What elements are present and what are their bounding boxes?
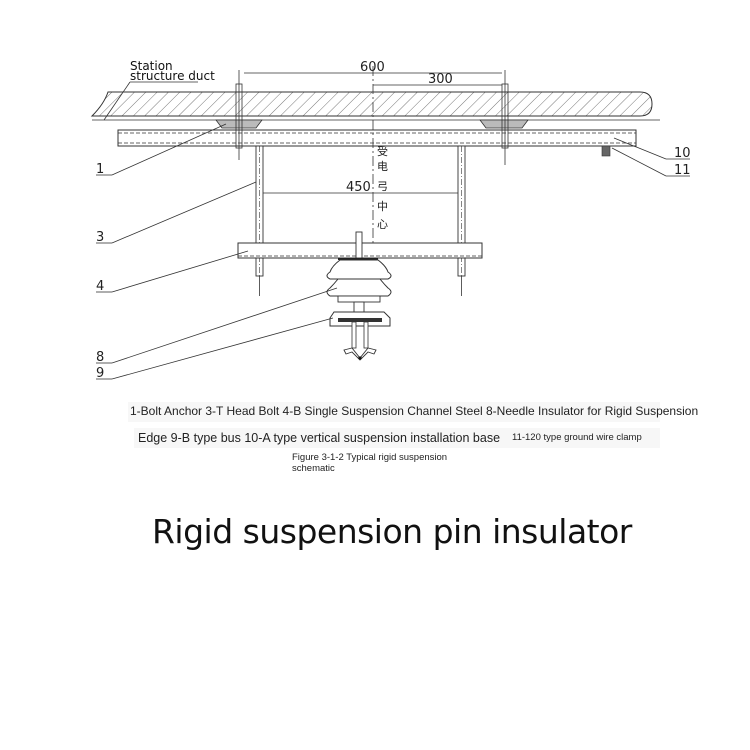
callout-8: 8 [96, 287, 338, 365]
legend-line-1: 1-Bolt Anchor 3-T Head Bolt 4-B Single S… [130, 404, 699, 418]
pin-insulator [326, 258, 392, 303]
callout-3: 3 [96, 181, 257, 245]
t-head-bolt-right [457, 145, 466, 296]
t-head-bolt-left [255, 145, 264, 296]
legend-band-2 [134, 428, 660, 448]
concrete-duct-slab [90, 91, 660, 121]
callout-4-label: 4 [96, 279, 104, 294]
callout-10-label: 10 [674, 146, 691, 161]
callout-9-label: 9 [96, 366, 104, 381]
callout-8-label: 8 [96, 350, 104, 365]
callout-9: 9 [96, 317, 334, 381]
dimension-300: 300 [373, 72, 502, 87]
callout-10: 10 [613, 137, 691, 161]
installation-base-channel [117, 129, 637, 147]
legend-line-2: Edge 9-B type bus 10-A type vertical sus… [138, 431, 501, 445]
bus-clamp [329, 301, 391, 361]
callout-1-label: 1 [96, 162, 104, 177]
centerline-char-3: 弓 [377, 180, 388, 193]
callout-11-label: 11 [674, 163, 691, 178]
centerline-char-5: 心 [377, 218, 388, 231]
anchor-bolt-left [235, 70, 243, 160]
centerline-char-2: 电 [377, 160, 388, 173]
centerline-char-1: 受 [377, 145, 388, 158]
bolt-anchor-right [479, 119, 529, 129]
insulator-stud [355, 231, 363, 259]
legend-line-3: 11-120 type ground wire clamp [512, 432, 642, 443]
callout-3-label: 3 [96, 230, 104, 245]
station-label-line1: Station [130, 59, 173, 73]
callout-4: 4 [96, 250, 249, 294]
centerline-char-4: 中 [377, 200, 388, 213]
dimension-300-label: 300 [428, 72, 453, 87]
callout-1: 1 [96, 123, 227, 177]
dimension-450-label: 450 [346, 180, 371, 195]
legend-band-1 [128, 402, 660, 422]
dimension-600-label: 600 [360, 60, 385, 75]
anchor-bolt-right [501, 70, 509, 165]
figure-caption: Figure 3-1-2 Typical rigid suspension sc… [292, 452, 448, 474]
ground-wire-clamp [601, 145, 611, 157]
suspension-schematic-drawing: Station structure duct 600 300 [90, 59, 691, 381]
station-label-line2: structure duct [130, 69, 215, 83]
callout-11: 11 [611, 147, 691, 178]
page-title: Rigid suspension pin insulator [152, 512, 632, 551]
dimension-450: 450 [263, 180, 458, 195]
